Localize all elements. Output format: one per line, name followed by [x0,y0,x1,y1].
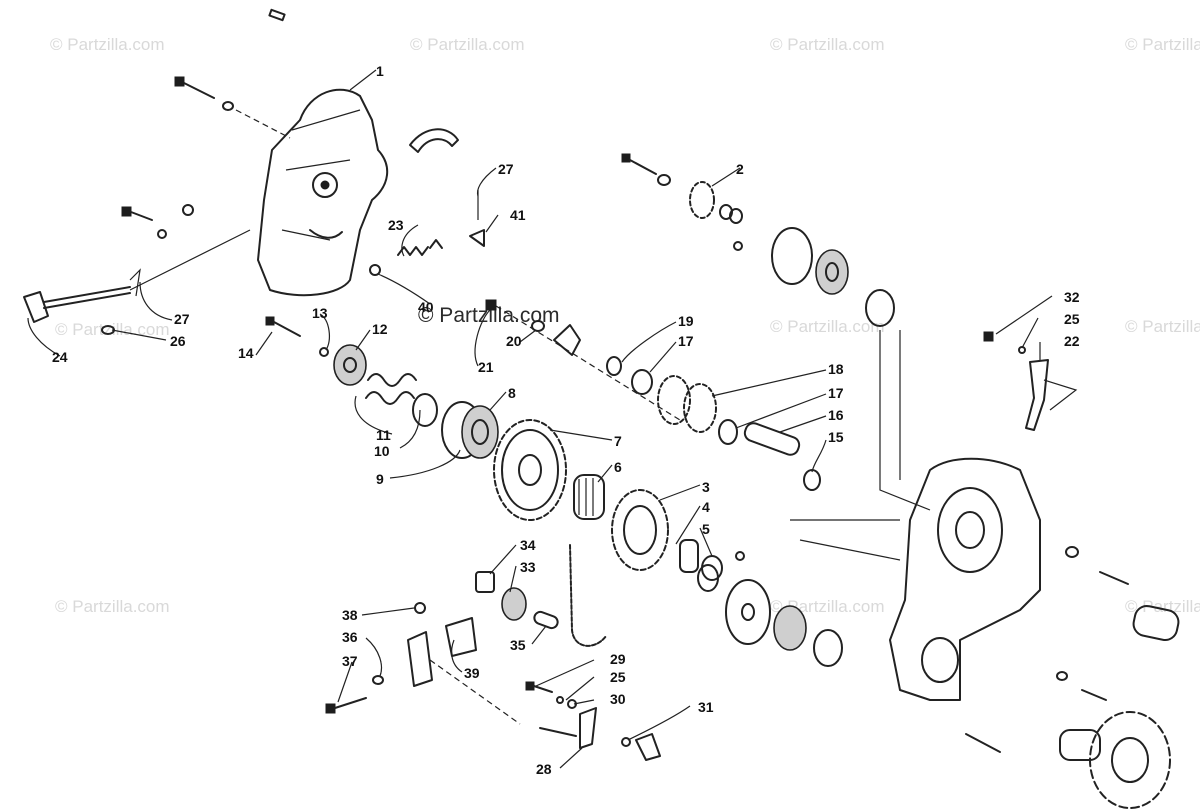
watermark: © Partzilla.com [55,597,170,616]
leader-lines [27,69,1053,769]
clutch-bearing [441,401,499,459]
lockout-bracket [983,331,1078,431]
drive-chain [569,544,607,647]
callout-7: 7 [614,433,622,449]
brake-parts [325,571,559,725]
callout-18: 18 [828,361,844,377]
callout-19: 19 [678,313,694,329]
callout-8: 8 [508,385,516,401]
watermark: © Partzilla.com [50,35,165,54]
bolt-14 [265,316,329,357]
callout-17: 17 [828,385,844,401]
callout-32: 32 [1064,289,1080,305]
callout-6: 6 [614,459,622,475]
callout-20: 20 [506,333,522,349]
callout-30: 30 [610,691,626,707]
callout-11: 11 [376,427,391,443]
tension-springs [369,190,485,276]
callout-27b: 27 [174,311,190,327]
watermark: © Partzilla.com [1125,35,1200,54]
spring-cup [333,344,438,427]
callout-5: 5 [702,521,710,537]
idler-assembly [485,299,681,421]
callout-21: 21 [478,359,494,375]
callout-25b: 25 [610,669,626,685]
callout-1: 1 [376,63,384,79]
callout-15: 15 [828,429,844,445]
large-sprocket [493,419,567,521]
upper-sprocket-assembly [621,153,895,327]
callout-16: 16 [828,407,844,423]
chain-guide [409,128,459,153]
callout-17b: 17 [678,333,694,349]
watermark-center: © Partzilla.com [418,304,560,327]
callout-26: 26 [170,333,186,349]
bolt-assembly [174,76,291,139]
callout-33: 33 [520,559,536,575]
callout-14: 14 [238,345,254,361]
parts-artwork [23,8,1180,809]
callout-25: 25 [1064,311,1080,327]
callout-10: 10 [374,443,390,459]
watermark-group: © Partzilla.com © Partzilla.com © Partzi… [50,35,1200,616]
callout-27: 27 [498,161,514,177]
chaincase-housing [790,330,1041,701]
callout-29: 29 [610,651,626,667]
callout-9: 9 [376,471,384,487]
callout-37: 37 [342,653,358,669]
watermark: © Partzilla.com [410,35,525,54]
callout-38: 38 [342,607,358,623]
needle-bearing [573,474,605,520]
watermark: © Partzilla.com [1125,317,1200,336]
shift-lever [23,204,251,335]
chaincase-cover [257,8,389,297]
callout-35: 35 [510,637,526,653]
callout-36: 36 [342,629,358,645]
brake-lever [525,681,661,761]
callout-12: 12 [372,321,388,337]
callout-22: 22 [1064,333,1080,349]
callout-39: 39 [464,665,480,681]
callout-24: 24 [52,349,68,365]
track-drive-sprocket [1059,711,1171,809]
callout-28: 28 [536,761,552,777]
reverse-gears [606,356,821,491]
drive-sprocket [611,489,723,581]
watermark: © Partzilla.com [1125,597,1200,616]
callout-31: 31 [698,699,714,715]
watermark: © Partzilla.com [770,317,885,336]
callout-34: 34 [520,537,536,553]
callout-2: 2 [736,161,744,177]
callout-41: 41 [510,207,526,223]
callout-13: 13 [312,305,328,321]
watermark: © Partzilla.com [770,35,885,54]
callout-40: 40 [418,299,434,315]
callout-labels: 1 2 3 4 5 6 7 8 9 10 11 12 13 14 15 16 1… [52,63,1080,777]
bearing-plate [697,551,843,667]
callout-3: 3 [702,479,710,495]
lower-right-hardware [965,546,1180,753]
callout-23: 23 [388,217,404,233]
callout-4: 4 [702,499,710,515]
